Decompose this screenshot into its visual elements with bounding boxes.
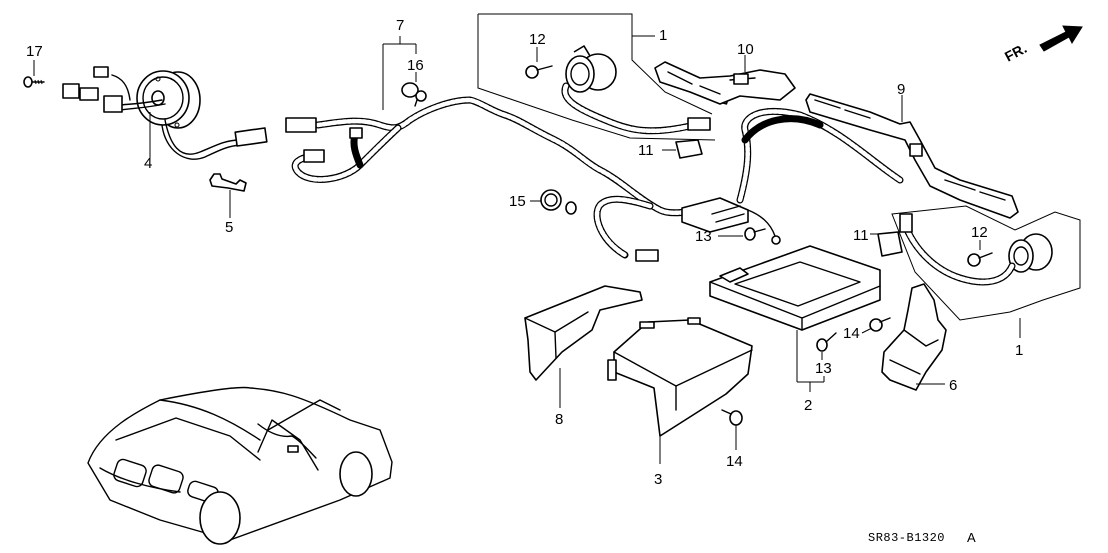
callout-11-upper: 11 (638, 142, 654, 159)
callout-1-upper: 1 (659, 27, 667, 44)
callout-8: 8 (555, 411, 563, 428)
callout-11-lower: 11 (853, 227, 869, 244)
callout-13-harness: 13 (695, 228, 712, 245)
callout-2: 2 (804, 397, 812, 414)
drawing-code: SR83-B1320 A (868, 530, 976, 545)
part-11-connector-upper[interactable] (662, 139, 703, 159)
part-14-bolt-lower[interactable] (721, 409, 743, 450)
callout-14-lower: 14 (726, 453, 743, 470)
part-14-bolt-upper[interactable] (861, 317, 891, 334)
part-10-harness-rail[interactable] (654, 55, 796, 105)
part-5-bracket[interactable] (881, 283, 947, 391)
callout-12-lower: 12 (971, 224, 988, 241)
part-12-bolt-upper[interactable] (525, 47, 553, 79)
fr-label: FR. (1002, 40, 1029, 65)
part-15-harness-clip[interactable] (530, 189, 577, 215)
callout-9: 9 (897, 81, 905, 98)
callout-10: 10 (737, 41, 754, 58)
callout-7: 3 (654, 471, 662, 488)
part-13-bolt-unit[interactable] (816, 332, 837, 360)
part-3-cable-reel[interactable] (62, 66, 268, 160)
part-9-harness-rail[interactable] (805, 93, 1019, 219)
part-16-harness-clip[interactable] (401, 72, 427, 107)
callout-16: 16 (407, 57, 424, 74)
part-7-cover[interactable] (607, 317, 753, 464)
front-arrow-icon (1039, 25, 1083, 52)
part-2-srs-unit[interactable] (709, 245, 881, 392)
drawing-code-number: SR83-B1320 (868, 531, 945, 545)
callout-6: 7 (396, 17, 404, 34)
vehicle-location-illustration (87, 386, 393, 545)
part-11-connector-lower[interactable] (870, 231, 903, 257)
front-direction-indicator: FR. (1002, 25, 1083, 65)
drawing-code-suffix: A (967, 530, 976, 545)
callout-17: 17 (26, 43, 43, 60)
callout-4: 5 (225, 219, 233, 236)
part-1-side-airbag-inflator-upper[interactable] (477, 13, 716, 141)
callout-5: 6 (949, 377, 957, 394)
callout-14-upper: 14 (843, 325, 860, 342)
part-8-cover[interactable] (524, 285, 643, 408)
callout-1-lower: 1 (1015, 342, 1023, 359)
part-13-bolt-harness[interactable] (718, 227, 766, 241)
part-1-side-airbag-inflator-lower[interactable] (891, 205, 1081, 338)
part-12-bolt-lower[interactable] (967, 240, 993, 267)
callout-3: 4 (144, 155, 152, 172)
part-4-clip[interactable] (209, 173, 247, 218)
callout-labels: 17 4 5 7 16 12 1 10 11 9 15 13 11 12 1 1… (26, 17, 1023, 488)
callout-15: 15 (509, 193, 526, 210)
callout-12-upper: 12 (529, 31, 546, 48)
part-17-screw[interactable] (23, 60, 45, 88)
callout-13-unit: 13 (815, 360, 832, 377)
part-6-main-harness[interactable] (285, 36, 904, 262)
